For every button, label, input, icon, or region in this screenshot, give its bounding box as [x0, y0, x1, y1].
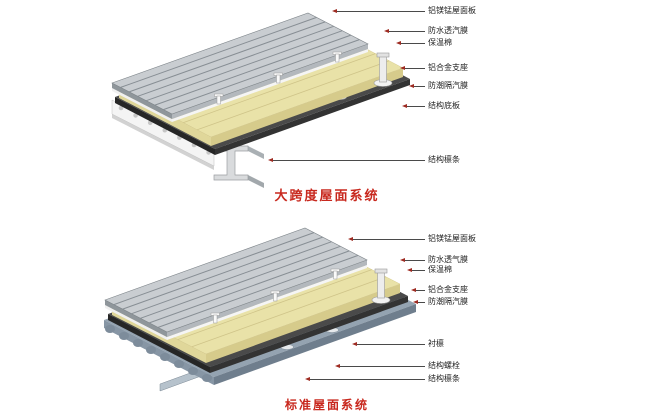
- metal-roof-panels: [111, 12, 369, 122]
- leader-line: [405, 259, 425, 261]
- leader-line: [401, 42, 425, 44]
- arrowhead-icon: [407, 268, 412, 272]
- callout-label: 防水透汽膜: [428, 26, 468, 35]
- leader-line: [340, 365, 425, 367]
- i-beam-purlin: [213, 145, 264, 188]
- callout-label: 结构檩条: [428, 155, 460, 164]
- arrowhead-icon: [268, 158, 273, 162]
- leader-line: [414, 85, 425, 87]
- arrowhead-icon: [348, 237, 353, 241]
- callout-label: 衬檩: [428, 339, 444, 348]
- arrowhead-icon: [400, 258, 405, 262]
- leader-line: [405, 67, 425, 69]
- callout-label: 结构檩条: [428, 374, 460, 383]
- arrowhead-icon: [332, 9, 337, 13]
- callout-label: 铝合金支座: [428, 285, 468, 294]
- title-large-span-roof-system: 大跨度屋面系统: [274, 189, 380, 204]
- leader-line: [389, 30, 425, 32]
- arrowhead-icon: [411, 288, 416, 292]
- arrowhead-icon: [305, 377, 310, 381]
- callout-structural-deck: 结构底板: [402, 101, 460, 111]
- callout-roof-panel: 铝镁锰屋面板: [332, 6, 476, 16]
- alloy-support-clips: [214, 51, 393, 105]
- callout-alloy-support-2: 铝合金支座: [411, 285, 468, 295]
- callout-label: 保温棉: [428, 38, 452, 47]
- arrowhead-icon: [402, 104, 407, 108]
- callout-structural-purlin-2: 结构檩条: [305, 374, 460, 384]
- leader-line: [416, 289, 425, 291]
- callout-alloy-support: 铝合金支座: [400, 63, 468, 73]
- leader-line: [418, 301, 425, 303]
- callout-roof-panel-2: 铝镁锰屋面板: [348, 234, 476, 244]
- arrowhead-icon: [396, 41, 401, 45]
- leader-line: [412, 269, 425, 271]
- callout-label: 防水透气膜: [428, 255, 468, 264]
- callout-vapor-barrier: 防潮隔汽膜: [409, 81, 468, 91]
- callout-breathable-membrane-2: 防水透气膜: [400, 255, 468, 265]
- callout-insulation: 保温棉: [396, 38, 452, 48]
- arrowhead-icon: [409, 84, 414, 88]
- alloy-support-clips-2: [210, 268, 391, 324]
- callout-label: 防潮隔汽膜: [428, 81, 468, 90]
- callout-waterproof-membrane: 防水透汽膜: [384, 26, 468, 36]
- callout-label: 防潮隔汽膜: [428, 297, 468, 306]
- callout-label: 铝镁锰屋面板: [428, 234, 476, 243]
- leader-line: [337, 10, 425, 12]
- callout-label: 结构螺栓: [428, 361, 460, 370]
- arrowhead-icon: [400, 66, 405, 70]
- callout-structural-purlin: 结构檩条: [268, 155, 460, 165]
- callout-structural-bolt: 结构螺栓: [335, 361, 460, 371]
- large-span-roof-illustration: [111, 12, 410, 188]
- arrowhead-icon: [413, 300, 418, 304]
- callout-insulation-2: 保温棉: [407, 265, 452, 275]
- callout-liner-purlin: 衬檩: [352, 339, 444, 349]
- callout-label: 铝镁锰屋面板: [428, 6, 476, 15]
- leader-line: [273, 159, 425, 161]
- leader-line: [310, 378, 425, 380]
- standard-roof-illustration: [104, 227, 416, 392]
- callout-vapor-barrier-2: 防潮隔汽膜: [413, 297, 468, 307]
- title-standard-roof-system: 标准屋面系统: [284, 398, 369, 412]
- leader-line: [357, 343, 425, 345]
- arrowhead-icon: [335, 364, 340, 368]
- arrowhead-icon: [384, 29, 389, 33]
- leader-line: [353, 238, 425, 240]
- arrowhead-icon: [352, 342, 357, 346]
- callout-label: 保温棉: [428, 265, 452, 274]
- leader-line: [407, 105, 425, 107]
- callout-label: 结构底板: [428, 101, 460, 110]
- callout-label: 铝合金支座: [428, 63, 468, 72]
